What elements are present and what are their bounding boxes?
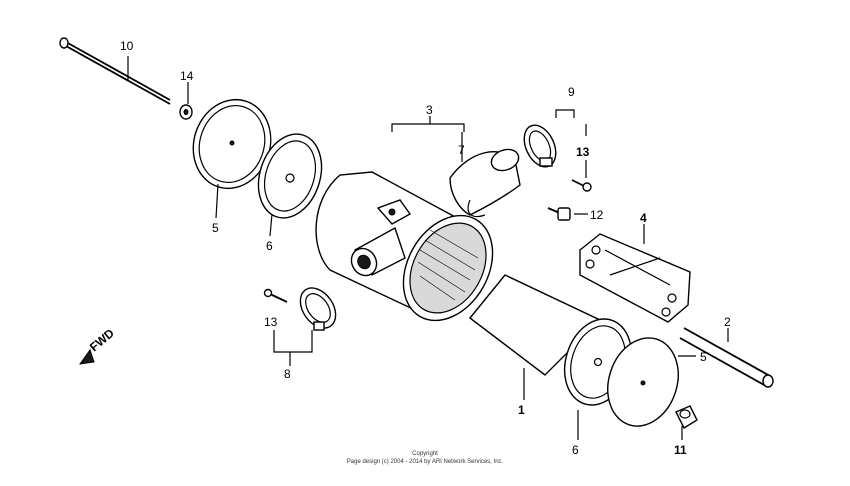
part-5-outer-cover-right[interactable] <box>597 329 689 436</box>
callout-13-upper[interactable]: 13 <box>576 145 590 159</box>
callout-5-right[interactable]: 5 <box>700 350 707 364</box>
callout-6-right[interactable]: 6 <box>572 443 579 457</box>
callout-7[interactable]: 7 <box>458 143 465 157</box>
part-10-long-bolt[interactable] <box>59 37 171 105</box>
callout-11[interactable]: 11 <box>674 443 687 457</box>
part-3-air-cleaner-case[interactable] <box>315 171 511 336</box>
callout-14[interactable]: 14 <box>180 69 194 83</box>
leader-lines <box>127 56 729 440</box>
part-7-intake-tube[interactable] <box>449 146 522 218</box>
part-4-bracket[interactable] <box>579 233 691 323</box>
copyright-line-2: Page design (c) 2004 - 2014 by ARI Netwo… <box>346 459 504 465</box>
part-11-nut[interactable] <box>675 405 698 429</box>
callout-4[interactable]: 4 <box>640 211 647 225</box>
callout-6-left[interactable]: 6 <box>266 239 273 253</box>
forward-direction-arrow: FWD <box>78 326 117 365</box>
part-2-tube[interactable] <box>679 327 774 388</box>
callout-12[interactable]: 12 <box>590 208 604 222</box>
case-mesh-pattern <box>417 229 479 301</box>
part-9-clamp-band-upper[interactable] <box>518 120 562 172</box>
part-13-screw-lower[interactable] <box>263 288 288 303</box>
callout-2[interactable]: 2 <box>724 315 731 329</box>
part-13-screw-upper[interactable] <box>571 179 592 192</box>
part-6-seal-left[interactable] <box>248 126 332 226</box>
part-8-clamp-band-lower[interactable] <box>293 281 343 334</box>
callout-labels: 10 14 5 6 3 7 9 13 12 4 2 5 1 6 11 13 8 <box>120 39 731 457</box>
part-12-bolt[interactable] <box>547 207 571 221</box>
callout-8[interactable]: 8 <box>284 367 291 381</box>
callout-9[interactable]: 9 <box>568 85 575 99</box>
callout-5-left[interactable]: 5 <box>212 221 219 235</box>
callout-1[interactable]: 1 <box>518 403 525 417</box>
fwd-label: FWD <box>87 326 117 355</box>
callout-3[interactable]: 3 <box>426 103 433 117</box>
part-14-washer[interactable] <box>179 104 193 120</box>
callout-10[interactable]: 10 <box>120 39 134 53</box>
copyright-line-1: Copyright <box>412 451 438 457</box>
callout-13-lower[interactable]: 13 <box>264 315 278 329</box>
